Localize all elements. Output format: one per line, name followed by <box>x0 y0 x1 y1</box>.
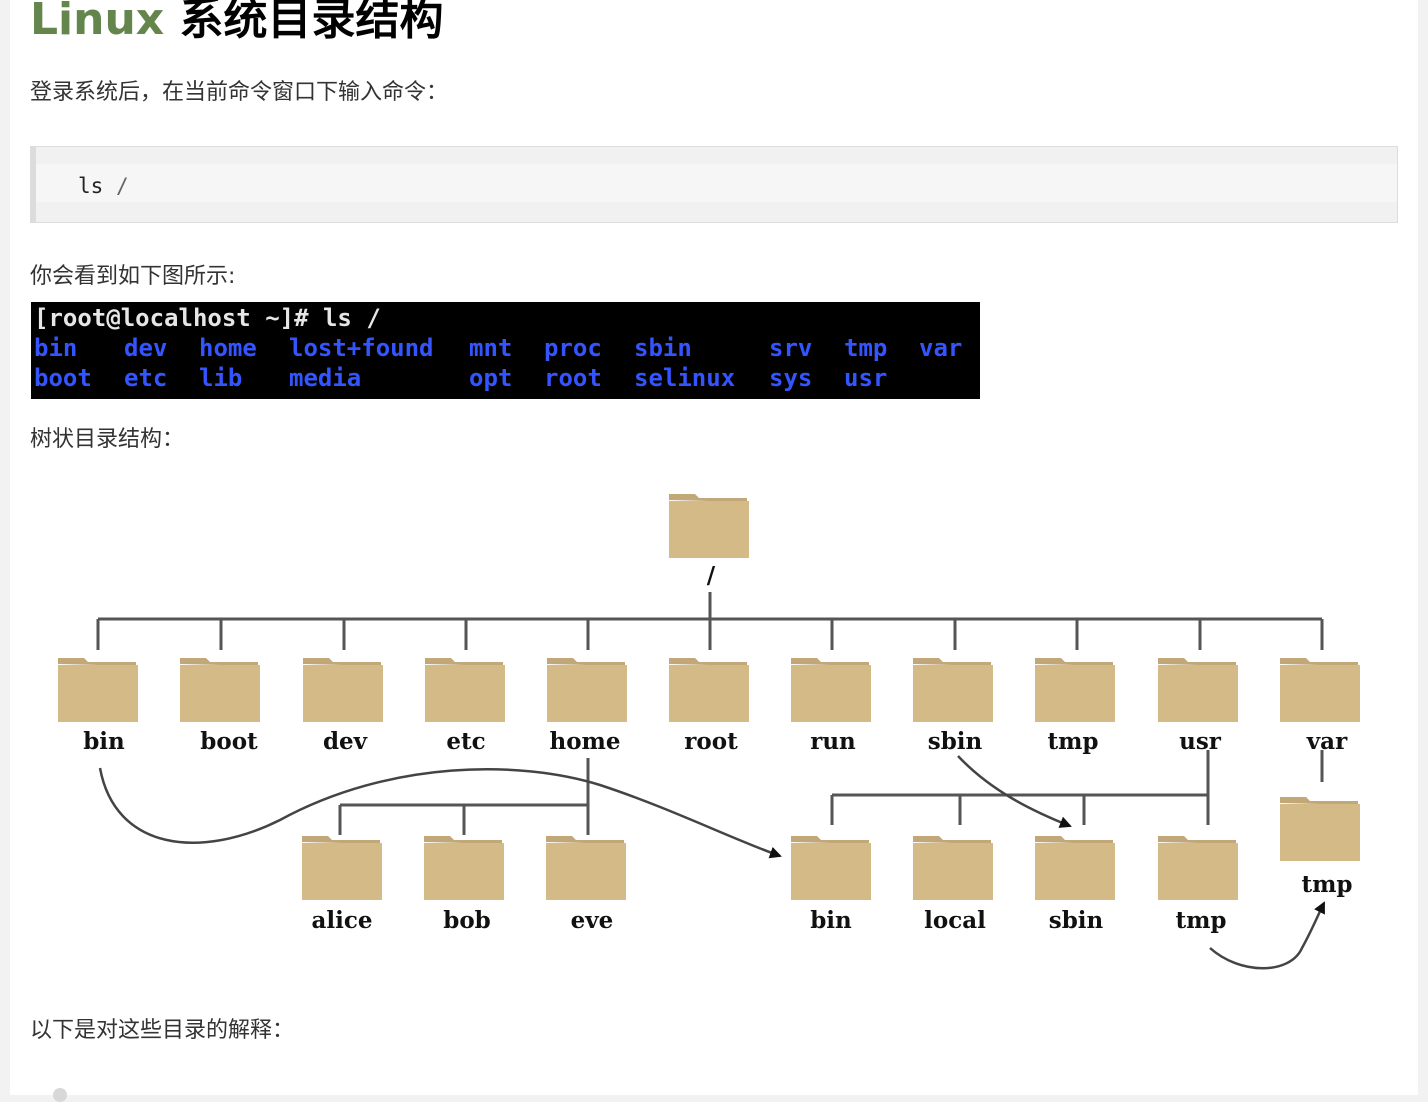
code-cmd: ls <box>78 174 104 198</box>
folder-label-top-dev: dev <box>323 728 368 755</box>
code-arg: / <box>115 174 129 198</box>
folder-label-top-boot: boot <box>200 728 258 755</box>
see-below-text: 你会看到如下图所示: <box>30 264 236 289</box>
folder-icon-top-etc <box>425 658 505 722</box>
folder-icon-top-bin <box>58 658 138 722</box>
explain-text: 以下是对这些目录的解释： <box>30 1018 295 1043</box>
folder-label-home-eve: eve <box>571 907 614 934</box>
intro-text: 登录系统后，在当前命令窗口下输入命令： <box>30 80 449 105</box>
folder-label-top-bin: bin <box>83 728 125 755</box>
folder-icon-var-tmp <box>1280 797 1360 861</box>
folder-icon-usr-sbin <box>1035 836 1115 900</box>
terminal-dir-row2-4: opt <box>469 364 513 392</box>
folder-label-top-run: run <box>810 728 856 755</box>
folder-label-top-tmp: tmp <box>1047 728 1098 755</box>
terminal-dir-row1-4: mnt <box>469 334 513 362</box>
link-arrow-sbin <box>957 755 1072 828</box>
terminal-dir-row1-7: srv <box>769 334 813 362</box>
terminal-dir-row1-5: proc <box>544 334 602 362</box>
folder-icon-top-tmp <box>1035 658 1115 722</box>
folder-icon-home-alice <box>302 836 382 900</box>
folder-label-home-alice: alice <box>311 907 372 934</box>
terminal-dir-row1-6: sbin <box>634 334 692 362</box>
terminal-dir-row2-1: etc <box>124 364 168 392</box>
terminal-dir-row1-9: var <box>919 334 963 362</box>
article-page: Linux 系统目录结构 登录系统后，在当前命令窗口下输入命令： ls / 你会… <box>10 0 1418 1102</box>
folder-icon-root-dir <box>669 494 749 558</box>
folder-label-top-sbin: sbin <box>928 728 983 755</box>
folder-icon-top-root <box>669 658 749 722</box>
folder-icon-usr-bin <box>791 836 871 900</box>
folder-label-top-home: home <box>549 728 620 755</box>
terminal-dir-row2-2: lib <box>199 364 243 392</box>
folder-label-usr-local: local <box>924 907 986 934</box>
tree-label: 树状目录结构： <box>30 427 185 452</box>
folder-label-top-usr: usr <box>1179 728 1222 755</box>
folder-icon-top-run <box>791 658 871 722</box>
folder-label-var-tmp: tmp <box>1301 871 1352 898</box>
folder-label-root-dir: / <box>707 562 716 589</box>
folder-label-usr-bin: bin <box>810 907 852 934</box>
folder-icon-top-var <box>1280 658 1360 722</box>
link-arrow-tmp <box>1209 901 1326 970</box>
terminal-dir-row1-0: bin <box>34 334 78 362</box>
title-rest: 系统目录结构 <box>164 0 444 45</box>
title-linux: Linux <box>30 0 165 45</box>
code-command[interactable]: ls / <box>78 171 129 201</box>
terminal-dir-row2-5: root <box>544 364 602 392</box>
terminal-dir-row2-8: usr <box>844 364 888 392</box>
terminal-dir-row1-3: lost+found <box>289 334 434 362</box>
terminal-dir-row1-2: home <box>199 334 257 362</box>
link-arrow-bin <box>98 767 782 859</box>
folder-icon-top-usr <box>1158 658 1238 722</box>
list-bullet <box>53 1088 67 1102</box>
folder-icon-top-sbin <box>913 658 993 722</box>
folder-label-home-bob: bob <box>443 907 491 934</box>
page-title: Linux 系统目录结构 <box>30 0 443 52</box>
terminal-dir-row1-1: dev <box>124 334 168 362</box>
folder-icon-top-boot <box>180 658 260 722</box>
folder-icon-home-eve <box>546 836 626 900</box>
folder-label-top-root: root <box>684 728 738 755</box>
folder-icon-home-bob <box>424 836 504 900</box>
terminal-dir-row2-0: boot <box>34 364 92 392</box>
code-block: ls / <box>30 146 1398 223</box>
folder-icon-top-home <box>547 658 627 722</box>
folder-label-top-etc: etc <box>446 728 485 755</box>
terminal-dir-row2-3: media <box>289 364 362 392</box>
folder-icon-top-dev <box>303 658 383 722</box>
terminal-dir-row1-8: tmp <box>844 334 888 362</box>
terminal-dir-row2-6: selinux <box>634 364 736 392</box>
terminal-prompt: [root@localhost ~]# ls / <box>34 304 381 332</box>
folder-label-usr-sbin: sbin <box>1049 907 1104 934</box>
folder-label-top-var: var <box>1306 728 1348 755</box>
terminal-screenshot: [root@localhost ~]# ls / bin dev home lost+… <box>31 302 980 399</box>
directory-tree-diagram: / bin boot dev etc home root run sbin tmp usr var al… <box>58 494 1360 970</box>
terminal-dir-row2-7: sys <box>769 364 813 392</box>
folder-label-usr-tmp: tmp <box>1175 907 1226 934</box>
folder-icon-usr-tmp <box>1158 836 1238 900</box>
folder-icon-usr-local <box>913 836 993 900</box>
